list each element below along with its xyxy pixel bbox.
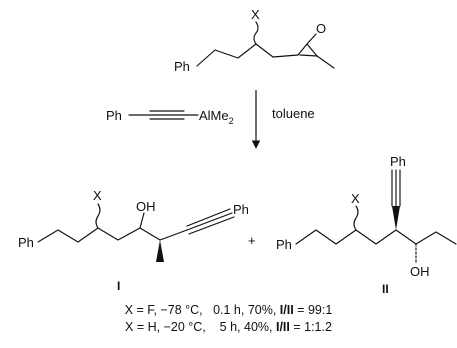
product-I-x-label: X [93, 188, 102, 203]
reagent-structure: Ph AlMe2 [106, 108, 234, 126]
product-II-hydroxyl-label: OH [410, 264, 430, 279]
product-I-alkyne-phenyl-label: Ph [233, 202, 249, 217]
epoxide-oxygen-label: O [316, 21, 326, 36]
product-II-label: II [382, 282, 389, 296]
product-II-x-label: X [351, 191, 360, 206]
product-II-structure: Ph X Ph OH II [276, 154, 457, 296]
product-II-alkyne-wedge [392, 206, 400, 230]
product-II-phenyl-label: Ph [276, 237, 292, 252]
reagent-aluminum-label: AlMe2 [199, 108, 234, 126]
condition-line-1: X = F, −78 °C, 0.1 h, 70%, I/II = 99:1 [124, 303, 333, 317]
product-I-structure: Ph X OH Ph I [18, 188, 249, 293]
product-I-hydroxyl-label: OH [136, 199, 156, 214]
solvent-label: toluene [272, 106, 315, 121]
condition-line-2: X = H, −20 °C, 5 h, 40%, I/II = 1:1.2 [125, 320, 332, 334]
substrate-phenyl-label: Ph [174, 59, 190, 74]
product-I-phenyl-label: Ph [18, 235, 34, 250]
product-II-alkyne-phenyl-label: Ph [390, 154, 406, 169]
reagent-phenyl-label: Ph [106, 108, 122, 123]
product-I-label: I [117, 279, 120, 293]
product-I-methyl-wedge [156, 240, 164, 262]
plus-sign: + [248, 233, 256, 248]
substrate-x-label: X [251, 7, 260, 22]
substrate-structure: Ph X O [174, 7, 335, 74]
